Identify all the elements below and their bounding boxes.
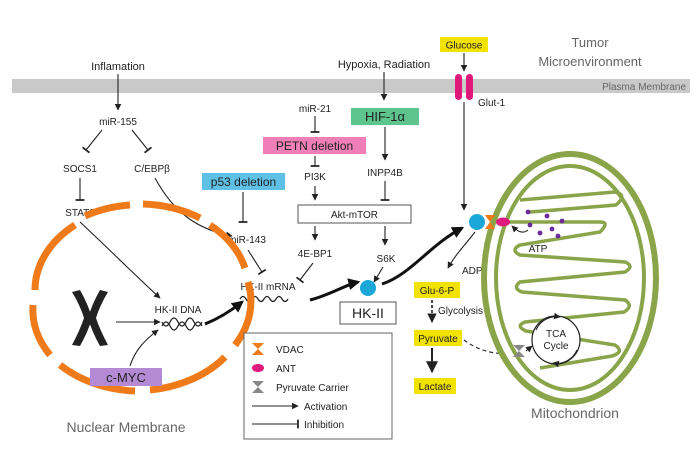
legend-activation-label: Activation	[304, 402, 347, 413]
legend-pyruvate-carrier-label: Pyruvate Carrier	[276, 383, 349, 394]
p53-deletion-box	[202, 173, 285, 190]
hif1a-label: HIF-1α	[365, 109, 406, 124]
adp-label: ADP	[462, 266, 483, 277]
akt-mtor-box	[297, 204, 412, 224]
pyruvate-box	[414, 330, 462, 346]
glu6p-label: Glu-6-P	[420, 286, 455, 297]
plasma-membrane-band	[12, 79, 690, 93]
tca-label-line2: Cycle	[543, 341, 568, 352]
legend-inhibition-label: Inhibition	[304, 420, 344, 431]
legend-ant-icon	[252, 364, 264, 372]
pyruvate-carrier-icon	[513, 345, 525, 357]
hk2-label: HK-II	[352, 305, 384, 321]
pi3k-label: PI3K	[304, 172, 326, 183]
lactate-label: Lactate	[419, 382, 452, 393]
p53-deletion-label: p53 deletion	[211, 175, 276, 189]
glut1-label: Glut-1	[478, 98, 506, 109]
dna-helix-icon	[161, 317, 203, 331]
ebp1-label: 4E-BP1	[298, 249, 333, 260]
hk2-box	[339, 301, 397, 325]
mir143-label: miR-143	[228, 235, 266, 246]
akt-mtor-label: Akt-mTOR	[331, 210, 378, 221]
legend-vdac-icon	[252, 343, 264, 355]
legend-vdac-label: VDAC	[276, 345, 304, 356]
plasma-membrane-label: Plasma Membrane	[602, 82, 686, 93]
hypoxia-label: Hypoxia, Radiation	[338, 59, 430, 71]
vdac-icon	[485, 215, 495, 229]
glut1-transporter-icon	[455, 74, 473, 100]
lactate-box	[414, 378, 456, 394]
inpp4b-label: INPP4B	[367, 168, 403, 179]
pyruvate-label: Pyruvate	[418, 334, 458, 345]
atp-dots-icon	[525, 209, 565, 239]
s6k-label: S6K	[377, 254, 396, 265]
legend-ant-label: ANT	[276, 364, 296, 375]
inflamation-label: Inflamation	[91, 61, 145, 73]
cebpb-label: C/EBPβ	[134, 164, 170, 175]
glycolysis-label: Glycolysis	[438, 306, 483, 317]
hk2-mrna-label: HK-II mRNA	[241, 282, 296, 293]
ant-icon	[496, 217, 510, 227]
nuclear-membrane-icon	[29, 200, 255, 395]
bound-hk2-icon	[469, 214, 485, 230]
stat3-label: STAT3	[65, 208, 95, 219]
mir155-label: miR-155	[99, 117, 137, 128]
tumor-label-line1: Tumor	[571, 35, 609, 50]
hk2-protein-icon	[360, 280, 376, 296]
hif1a-box	[351, 108, 419, 125]
nuclear-membrane-label: Nuclear Membrane	[66, 419, 185, 435]
legend-pyruvate-carrier-icon	[252, 381, 264, 393]
glucose-box	[440, 37, 488, 52]
petn-deletion-label: PETN deletion	[276, 139, 353, 153]
mitochondrion-icon	[481, 151, 659, 405]
mrna-strand-icon	[239, 295, 289, 303]
mitochondrion-label: Mitochondrion	[531, 405, 619, 421]
glu6p-box	[414, 282, 460, 298]
socs1-label: SOCS1	[63, 164, 97, 175]
petn-deletion-box	[263, 137, 366, 154]
tca-cycle-icon	[531, 312, 581, 368]
glucose-label: Glucose	[446, 41, 483, 52]
atp-label: ATP	[529, 244, 548, 255]
tumor-label-line2: Microenvironment	[538, 54, 642, 69]
chromosome-icon	[72, 290, 108, 346]
cmyc-box	[90, 368, 162, 386]
mir21-label: miR-21	[299, 104, 332, 115]
hk2-dna-label: HK-II DNA	[155, 305, 202, 316]
cmyc-label: c-MYC	[106, 370, 146, 385]
tca-label-line1: TCA	[546, 329, 566, 340]
legend-box	[243, 332, 393, 440]
